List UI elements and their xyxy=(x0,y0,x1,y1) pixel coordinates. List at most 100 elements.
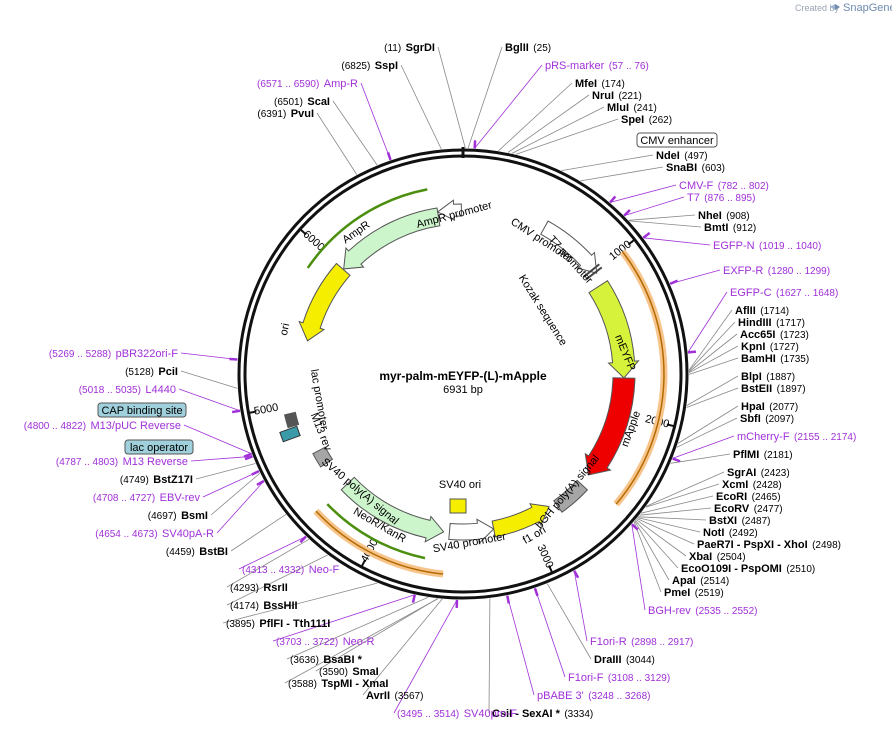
site-name-ecori: EcoRI xyxy=(716,491,747,503)
leader-bamhi xyxy=(688,357,739,375)
site-bglii: BglII (25) xyxy=(505,38,551,55)
primer-mark-exfp-r xyxy=(669,279,679,285)
leader-f1ori-f xyxy=(534,588,566,678)
site-pos-bsmi: (4697) xyxy=(148,511,177,522)
leader-acc65i xyxy=(688,333,738,373)
leader-sv40pro-f xyxy=(393,599,458,714)
site-name-bmti: BmtI xyxy=(704,222,728,234)
site-pos-smai: (3590) xyxy=(319,667,348,678)
lac-operator-label: lac operator xyxy=(130,442,188,454)
leader-egfp-c xyxy=(687,291,728,353)
site-xbai: XbaI (2504) xyxy=(689,547,746,564)
leader-neo-f xyxy=(238,536,307,570)
site-name-rsrii: RsrII xyxy=(263,582,287,594)
meyfp-arrow xyxy=(588,279,640,379)
site-pos-pvui: (6391) xyxy=(257,109,286,120)
primer-mark-mcherry-f xyxy=(672,457,681,463)
primer-mark-ebv-rev xyxy=(251,470,260,476)
leader-avrii xyxy=(362,598,443,696)
leader-snabi xyxy=(580,166,664,182)
site-name-exfp-r: EXFP-R xyxy=(723,265,763,277)
tick-label-5000: 5000 xyxy=(253,402,279,418)
site-pos-ndei: (497) xyxy=(684,151,707,162)
leader-bsmi xyxy=(210,472,261,516)
site-scai: (6501) ScaI xyxy=(274,92,330,109)
site-pos-m13-reverse: (4787 .. 4803) xyxy=(56,457,118,468)
site-ndei: NdeI (497) xyxy=(656,146,708,163)
site-pos-bsteii: (1897) xyxy=(777,384,806,395)
leader-bglii xyxy=(467,46,503,149)
site-bamhi: BamHI (1735) xyxy=(741,349,809,366)
site-pos-bmti: (912) xyxy=(733,223,756,234)
site-name-xcmi: XcmI xyxy=(722,479,748,491)
site-pos-pflmi: (2181) xyxy=(764,450,793,461)
leader-t7 xyxy=(624,196,685,216)
site-noti: NotI (2492) xyxy=(703,523,758,540)
site-name-bamhi: BamHI xyxy=(741,353,776,365)
site-name-bstz17i: BstZ17I xyxy=(153,474,193,486)
site-pos-f1ori-r: (2898 .. 2917) xyxy=(631,637,693,648)
site-name-pmei: PmeI xyxy=(664,587,690,599)
ampr-t7-mark xyxy=(583,263,600,278)
site-aflii: AflII (1714) xyxy=(735,301,789,318)
site-pos-cmv-f: (782 .. 802) xyxy=(718,181,769,192)
leader-apai xyxy=(634,520,670,581)
site-name-blpi: BlpI xyxy=(741,371,762,383)
cap-binding-label: CAP binding site xyxy=(101,405,182,417)
map-title: myr-palm-mEYFP-(L)-mApple xyxy=(379,369,547,383)
leader-egfp-n xyxy=(643,237,711,246)
site-pos-sv40pro-f: (3495 .. 3514) xyxy=(397,709,459,720)
site-pos-apai: (2514) xyxy=(700,576,729,587)
site-pcii: (5128) PciI xyxy=(125,362,178,379)
site-name-t7: T7 xyxy=(687,192,700,204)
site-pflfi: (3895) PflFI - Tth111I xyxy=(226,614,330,631)
site-acc65i: Acc65I (1723) xyxy=(740,325,809,342)
site-name-paer7i: PaeR7I - PspXI - XhoI xyxy=(697,539,808,551)
leader-pflmi xyxy=(670,453,731,464)
feature-label-kozak: Kozak sequence xyxy=(516,273,569,348)
site-name-smai: SmaI xyxy=(352,666,378,678)
site-pvui: (6391) PvuI xyxy=(257,104,314,121)
site-pos-bsshii: (4174) xyxy=(230,601,259,612)
leader-hindiii xyxy=(688,321,736,372)
ampr-promoter-arrow xyxy=(436,199,462,222)
site-name-bstxi: BstXI xyxy=(709,515,737,527)
site-name-pbr322ori-f: pBR322ori-F xyxy=(116,348,179,360)
leader-amp-r xyxy=(360,82,391,161)
leader-ecorv xyxy=(639,507,712,516)
site-name-hpai: HpaI xyxy=(741,401,765,413)
leader-sgrdi xyxy=(437,46,466,149)
tick-label-3000: 3000 xyxy=(535,543,556,570)
site-pos-pbr322ori-f: (5269 .. 5288) xyxy=(49,349,111,360)
site-pos-nrui: (221) xyxy=(618,91,641,102)
primer-mark-amp-r xyxy=(386,151,392,161)
site-name-spei: SpeI xyxy=(621,114,644,126)
leader-bsabi xyxy=(286,596,429,660)
primer-mark-pbr322ori-f xyxy=(229,357,238,361)
leader-bsshii xyxy=(226,554,328,606)
site-name-neo-r: Neo-R xyxy=(343,636,375,648)
leader-ndei xyxy=(561,154,654,171)
site-name-egfp-c: EGFP-C xyxy=(730,287,772,299)
leader-m13-reverse xyxy=(190,455,253,462)
site-pos-bstxi: (2487) xyxy=(742,516,771,527)
primer-mark-t7 xyxy=(623,209,631,217)
leader-kpni xyxy=(688,345,739,374)
leader-pbr322ori-f xyxy=(180,352,238,360)
site-name-m13-reverse: M13 Reverse xyxy=(123,456,188,468)
site-pos-neo-f: (4313 .. 4332) xyxy=(242,565,304,576)
site-name-noti: NotI xyxy=(703,527,724,539)
site-pos-ecorv: (2477) xyxy=(754,504,783,515)
site-ecori: EcoRI (2465) xyxy=(716,487,781,504)
site-name-cmv-f: CMV-F xyxy=(679,180,714,192)
tick-6000 xyxy=(299,228,307,236)
leader-sspi xyxy=(400,64,442,150)
site-bstbi: (4459) BstBI xyxy=(166,542,228,559)
site-mlui: MluI (241) xyxy=(607,98,657,115)
site-name-neo-f: Neo-F xyxy=(309,564,340,576)
ampr-arrow xyxy=(343,207,441,270)
site-nrui: NruI (221) xyxy=(592,86,642,103)
leader-tspmi xyxy=(284,598,439,684)
leader-bgh-rev xyxy=(631,524,646,611)
site-name-bsteii: BstEII xyxy=(741,383,772,395)
